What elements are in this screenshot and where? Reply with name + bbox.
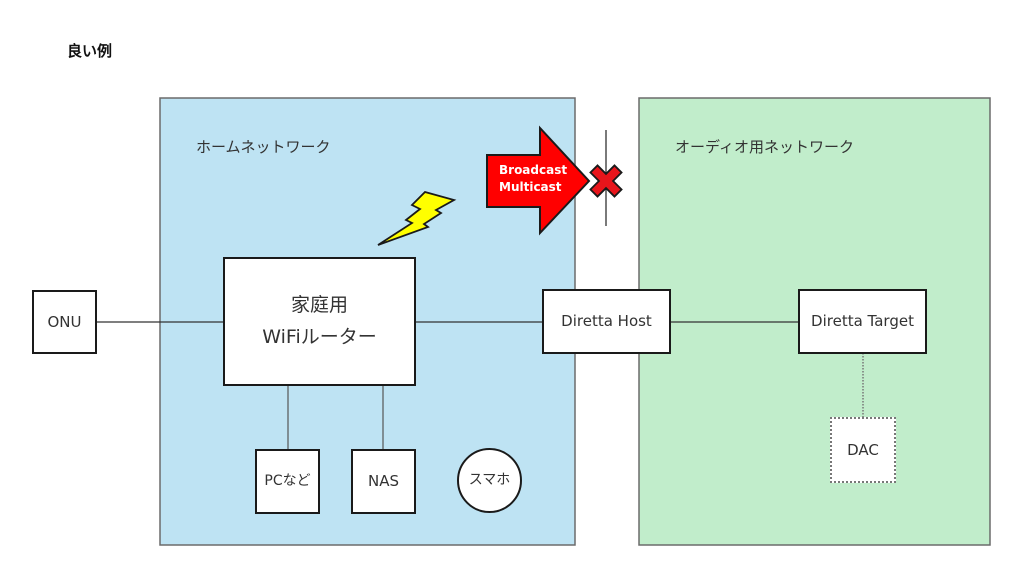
wifi-router-node: 家庭用 WiFiルーター xyxy=(223,257,416,386)
onu-label: ONU xyxy=(47,312,82,331)
blocked-cross-icon xyxy=(589,164,623,198)
audio-network-label: オーディオ用ネットワーク xyxy=(675,138,854,156)
wireless-lightning-icon xyxy=(377,190,457,246)
nas-node: NAS xyxy=(351,449,416,514)
onu-node: ONU xyxy=(32,290,97,354)
blocked-traffic-label: Broadcast Multicast xyxy=(499,162,567,197)
pc-label: PCなど xyxy=(264,473,311,490)
smartphone-label: スマホ xyxy=(468,472,511,489)
diagram-title: 良い例 xyxy=(67,42,113,60)
diretta-target-label: Diretta Target xyxy=(811,312,914,331)
broadcast-arrow-icon xyxy=(486,125,591,236)
router-label-line1: 家庭用 xyxy=(290,294,348,317)
multicast-label: Multicast xyxy=(499,180,562,195)
dac-label: DAC xyxy=(847,440,879,459)
router-label-line2: WiFiルーター xyxy=(262,325,377,348)
diretta-host-node: Diretta Host xyxy=(542,289,671,354)
home-network-label: ホームネットワーク xyxy=(196,138,331,156)
dac-node: DAC xyxy=(830,417,896,483)
diretta-host-label: Diretta Host xyxy=(561,312,652,331)
nas-label: NAS xyxy=(367,472,399,491)
broadcast-label: Broadcast xyxy=(499,163,568,177)
pc-node: PCなど xyxy=(255,449,320,514)
smartphone-node: スマホ xyxy=(457,448,522,513)
diretta-target-node: Diretta Target xyxy=(798,289,927,354)
